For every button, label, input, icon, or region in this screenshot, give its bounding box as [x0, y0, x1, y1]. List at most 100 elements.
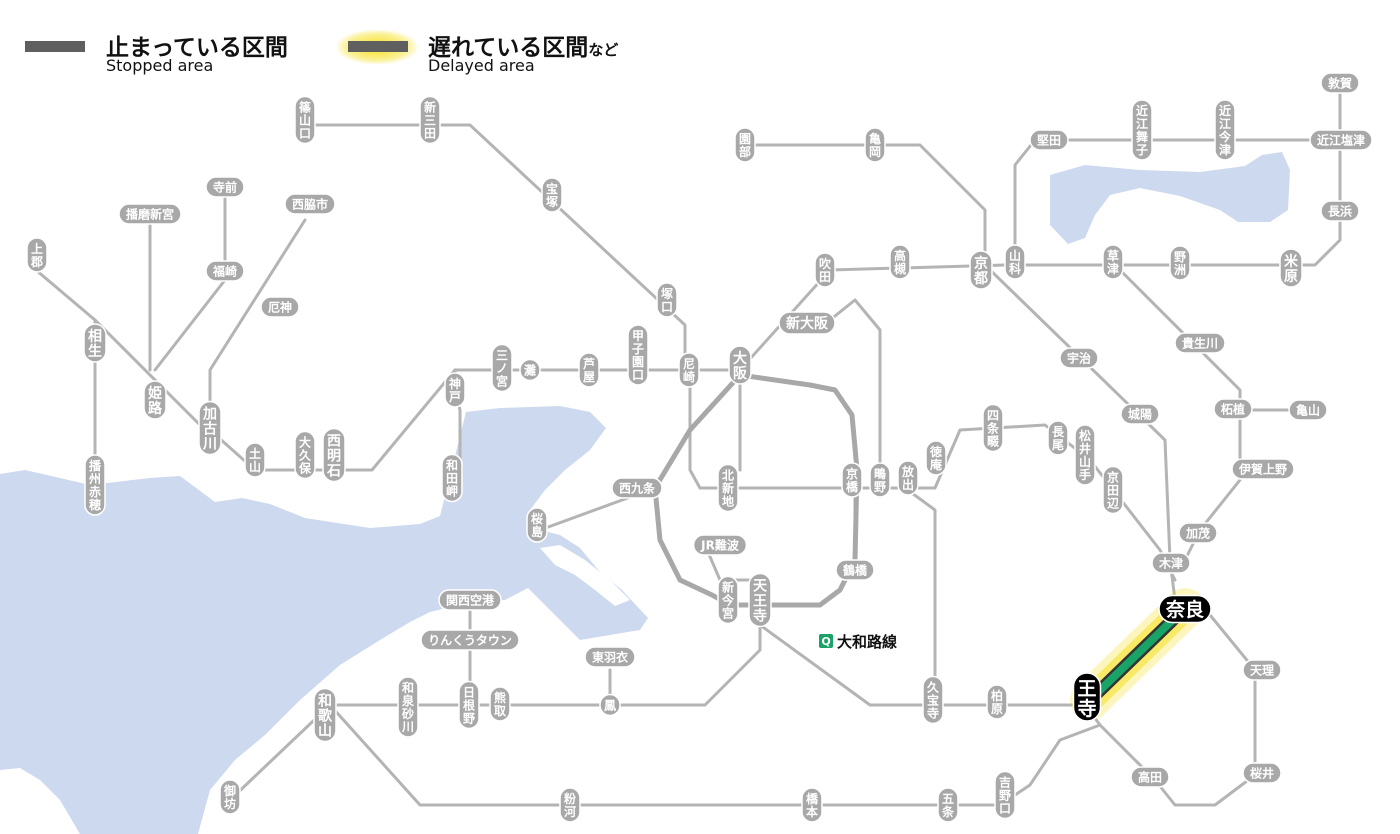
- station-banshuako: 播州赤穂: [84, 454, 106, 516]
- station-izumisunagawa: 和泉砂川: [397, 676, 419, 738]
- station-kizu: 木津: [1151, 552, 1191, 574]
- station-name: 大久保: [298, 435, 312, 476]
- station-name: 新三田: [424, 100, 436, 141]
- station-nagahama: 長浜: [1320, 200, 1360, 222]
- station-name: 王寺: [1077, 678, 1096, 720]
- station-name: 粉河: [563, 791, 576, 819]
- station-name: 米原: [1284, 253, 1299, 285]
- station-tenri: 天理: [1242, 659, 1282, 681]
- station-suita: 吹田: [814, 252, 836, 288]
- station-name: 堅田: [1037, 133, 1061, 147]
- station-name: 柘植: [1220, 401, 1245, 416]
- station-name: 天王寺: [753, 579, 768, 625]
- station-omimaiko: 近江舞子: [1131, 99, 1153, 161]
- station-marker: [994, 770, 1016, 820]
- station-name: 寺前: [213, 179, 237, 194]
- station-igaueno: 伊賀上野: [1231, 458, 1295, 480]
- station-name: 近江今津: [1218, 103, 1232, 157]
- station-name: 吹田: [819, 256, 832, 284]
- station-marker: [841, 462, 863, 498]
- station-marker: [541, 177, 563, 213]
- station-sannomiya: 三ノ宮: [491, 343, 513, 393]
- station-name: 近江舞子: [1135, 103, 1148, 157]
- station-marker: [1320, 200, 1360, 222]
- station-marker: [491, 343, 513, 393]
- stopped-line-swatch: [25, 41, 85, 52]
- station-shinsanda: 新三田: [419, 95, 441, 145]
- delayed-label-main: 遅れている区間: [428, 35, 589, 61]
- station-sonobe: 園部: [734, 127, 756, 163]
- station-kashiwara: 柏原: [986, 684, 1008, 720]
- station-marker: [1213, 398, 1253, 420]
- station-kyoto: 京都: [969, 250, 993, 290]
- station-marker: [1130, 766, 1170, 788]
- station-uji: 宇治: [1059, 347, 1099, 369]
- station-name: 福崎: [212, 263, 237, 278]
- station-name: 高田: [1138, 769, 1162, 784]
- station-name: 近江塩津: [1317, 132, 1365, 147]
- station-marker: [294, 430, 316, 480]
- station-name: 放出: [901, 464, 915, 492]
- station-name: 京橋: [846, 466, 859, 494]
- station-name: 北新地: [722, 468, 734, 509]
- station-name: 鴫野: [874, 466, 886, 494]
- station-tsuge: 柘植: [1213, 398, 1253, 420]
- station-name: りんくうタウン: [428, 633, 512, 647]
- delayed-label-en: Delayed area: [428, 56, 535, 75]
- station-name: 尼崎: [683, 357, 695, 384]
- delayed-line-swatch: [348, 41, 408, 52]
- station-marker: [1320, 72, 1360, 94]
- station-gobo: 御坊: [219, 779, 241, 815]
- station-marker: [678, 352, 700, 388]
- station-kansaiairport: 関西空港: [438, 589, 502, 611]
- station-marker: [294, 95, 316, 145]
- station-tsuruhashi: 鶴橋: [835, 559, 875, 581]
- station-yakujin: 厄神: [260, 296, 300, 318]
- station-marker: [1178, 522, 1218, 544]
- station-marker: [419, 95, 441, 145]
- line-badge-letter: Q: [821, 635, 830, 648]
- station-marker: [925, 440, 947, 476]
- station-marker: [584, 646, 636, 668]
- station-marker: [83, 323, 107, 363]
- station-name: 和泉砂川: [401, 680, 415, 734]
- station-name: 山科: [1009, 248, 1021, 276]
- station-otori: 鳳: [599, 693, 621, 717]
- station-sasayamaguchi: 篠山口: [294, 95, 316, 145]
- station-tsuruga: 敦賀: [1320, 72, 1360, 94]
- station-marker: [937, 787, 959, 823]
- station-nishiakashi: 西明石: [322, 427, 346, 483]
- station-marker: [313, 687, 337, 743]
- station-name: 芦屋: [583, 356, 595, 384]
- station-marker: [219, 779, 241, 815]
- station-name: 宝塚: [546, 181, 558, 209]
- station-marker: [205, 260, 245, 282]
- station-marker: [26, 237, 48, 273]
- station-marker: [869, 462, 891, 498]
- station-kamigori: 上郡: [26, 237, 48, 273]
- station-name: 木津: [1158, 555, 1183, 570]
- station-marker: [198, 400, 222, 456]
- station-okubo: 大久保: [294, 430, 316, 480]
- station-marker: [922, 675, 944, 725]
- station-shijonawate: 四条畷: [982, 403, 1004, 453]
- station-oji: 王寺: [1072, 672, 1102, 722]
- station-name: 加茂: [1185, 525, 1210, 540]
- station-marker: [489, 686, 511, 722]
- station-hineno: 日根野: [458, 680, 480, 730]
- station-marker: [284, 193, 336, 215]
- line-badge: [819, 634, 833, 648]
- station-marker: [1102, 465, 1124, 515]
- station-marker: [1004, 244, 1026, 280]
- station-name: 土山: [249, 446, 261, 474]
- station-marker: [244, 442, 266, 478]
- station-marker: [814, 252, 836, 288]
- station-marker: [143, 380, 167, 420]
- station-name: 西九条: [619, 480, 656, 495]
- station-name: 日根野: [463, 686, 475, 726]
- station-marker: [260, 296, 300, 318]
- station-name: 伊賀上野: [1238, 461, 1287, 476]
- station-jrnamba: JR難波: [692, 534, 748, 556]
- station-marker: [526, 507, 548, 543]
- station-name: 奈良: [1165, 598, 1204, 621]
